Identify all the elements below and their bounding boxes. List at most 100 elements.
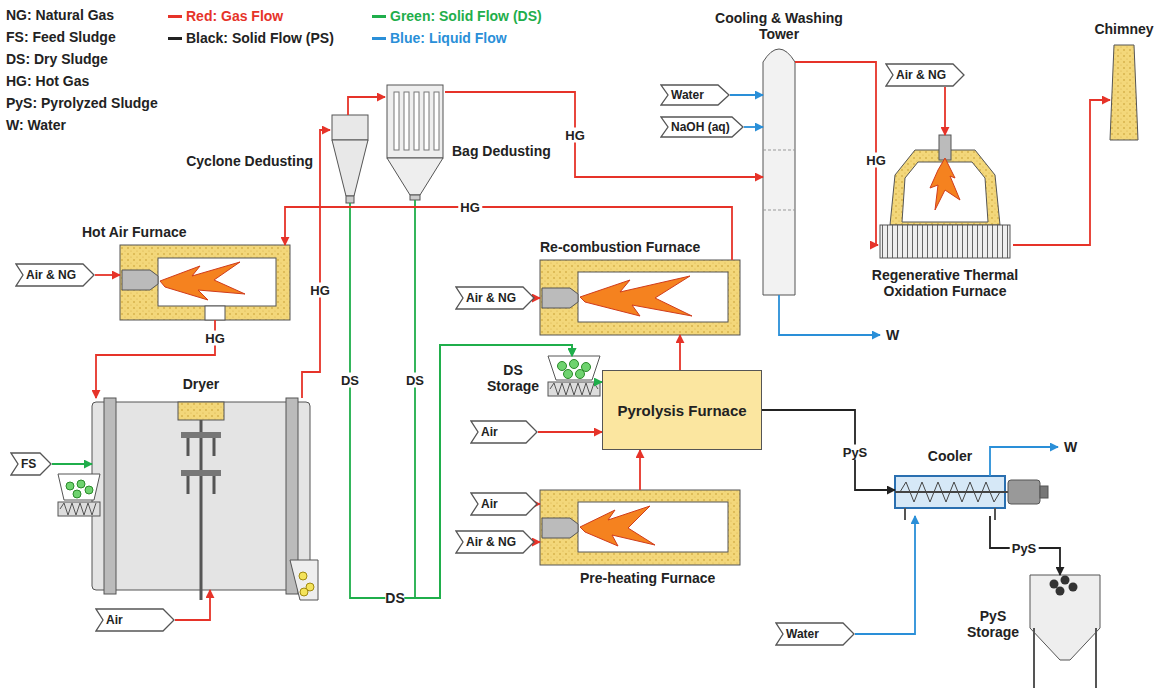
flow-line [944, 87, 946, 135]
washing-tower-drawing [779, 295, 880, 335]
cyclone-drawing [332, 115, 368, 203]
unit-label: NaOH (aq) [660, 120, 730, 134]
input-tag-outline [456, 531, 534, 553]
cyclone-drawing [332, 140, 368, 196]
input-tag: Water [660, 84, 730, 106]
flow-line [1013, 100, 1110, 245]
rto-drawing [890, 150, 1000, 225]
bag-filter-drawing [414, 92, 419, 150]
cooler-drawing [895, 491, 1008, 493]
washing-tower-drawing [763, 210, 795, 211]
input-tag: Air & NG [455, 286, 535, 310]
process-box: Pyrolysis Furnace [602, 370, 762, 450]
pre-heating-furnace-drawing [540, 490, 740, 565]
flow-line [762, 410, 895, 490]
hot-air-furnace-drawing [122, 270, 158, 290]
pre-heating-furnace-drawing [580, 506, 655, 546]
cooler-drawing [895, 447, 1058, 520]
pre-heating-furnace-drawing [540, 490, 740, 565]
unit-heading: Hot Air Furnace [82, 224, 187, 240]
input-tag-outline [456, 287, 534, 309]
abbreviation-note: FS: Feed Sludge [6, 30, 116, 45]
input-tag: NaOH (aq) [660, 116, 744, 138]
dryer-drawing [181, 470, 221, 476]
ds-storage-drawing [564, 370, 573, 379]
dryer-drawing [300, 588, 308, 596]
unit-label: Air & NG [15, 268, 76, 282]
unit-heading: Dryer [183, 376, 220, 392]
flow-label: DS [339, 373, 361, 388]
furnace: Re-combustion Furnace [540, 260, 740, 335]
hot-air-furnace-drawing [160, 262, 245, 300]
re-combustion-furnace-drawing [578, 272, 728, 322]
flow-label: HG [203, 331, 227, 346]
cooler-drawing [1008, 480, 1040, 504]
abbreviation-note: DS: Dry Sludge [6, 52, 108, 67]
ds-storage-drawing [548, 356, 600, 380]
flow-label: HG [864, 153, 888, 168]
cyclone: Cyclone Dedusting [330, 115, 370, 203]
input-tag: FS [10, 452, 52, 476]
dryer-drawing [200, 420, 203, 600]
bag-filter-drawing [424, 92, 429, 150]
unit-heading: Cyclone Dedusting [186, 153, 313, 169]
abbreviation-note: NG: Natural Gas [6, 8, 114, 23]
legend-swatch [168, 15, 182, 18]
unit-heading: PyS Storage [962, 608, 1024, 640]
unit-label: Water [660, 88, 704, 102]
flow-label: HG [458, 200, 482, 215]
re-combustion-furnace-drawing [580, 276, 692, 316]
hot-air-furnace-drawing [120, 245, 290, 320]
flow-label: HG [308, 283, 332, 298]
flow-line [639, 450, 641, 490]
legend-swatch [372, 15, 386, 18]
dryer-drawing [213, 438, 216, 456]
cyclone-drawing [346, 196, 354, 203]
ds-storage-drawing [576, 370, 585, 379]
bag-filter-drawing [404, 92, 409, 150]
cooler-drawing [990, 447, 1058, 476]
legend-text: Black: Solid Flow (PS) [186, 30, 334, 46]
pys-storage-drawing [1069, 583, 1078, 592]
bag-filter-drawing [387, 85, 443, 158]
pys-storage-drawing [1033, 628, 1035, 688]
bag-filter-drawing [387, 158, 443, 195]
flow-line [538, 503, 540, 505]
dryer-drawing [290, 560, 318, 600]
dryer-drawing [58, 474, 100, 500]
input-tag-outline [11, 453, 51, 475]
re-combustion-furnace-drawing [542, 288, 578, 308]
input-tag: Air & NG [885, 63, 965, 87]
flow-line [285, 207, 732, 260]
input-tag: Air [470, 420, 538, 444]
bag-filter: Bag Dedusting [385, 85, 445, 200]
bag-filter-drawing [434, 92, 439, 150]
dryer-drawing [58, 502, 100, 516]
flow-line [415, 200, 572, 598]
bag-filter-drawing [410, 195, 420, 200]
unit-heading: DS Storage [482, 362, 544, 394]
hot-air-furnace-drawing [205, 306, 225, 320]
input-tag: Air [470, 492, 538, 516]
input-tag-outline [886, 64, 964, 86]
input-tag: Air & NG [455, 530, 535, 554]
legend-entry: Green: Solid Flow (DS) [372, 8, 542, 24]
dryer-drawing [181, 432, 221, 438]
ds-storage-drawing [548, 356, 600, 396]
ds-storage-drawing [548, 382, 600, 396]
ds-storage-drawing [570, 360, 579, 369]
flow-line [350, 203, 572, 598]
input-tag-outline [96, 609, 174, 631]
legend-text: Blue: Liquid Flow [390, 30, 507, 46]
oxidizer: Regenerative Thermal Oxidation Furnace [878, 135, 1013, 260]
storage-hopper: DS Storage [548, 356, 600, 398]
unit-heading: Cooling & Washing Tower [694, 10, 864, 42]
re-combustion-furnace-drawing [540, 260, 740, 335]
unit-heading: Regenerative Thermal Oxidation Furnace [840, 267, 1050, 299]
pys-storage-drawing [1095, 628, 1097, 688]
unit-label: Air [470, 497, 498, 511]
stream-label: DS [385, 591, 404, 606]
dryer-drawing [104, 398, 116, 594]
flow-label: PyS [1010, 541, 1039, 556]
